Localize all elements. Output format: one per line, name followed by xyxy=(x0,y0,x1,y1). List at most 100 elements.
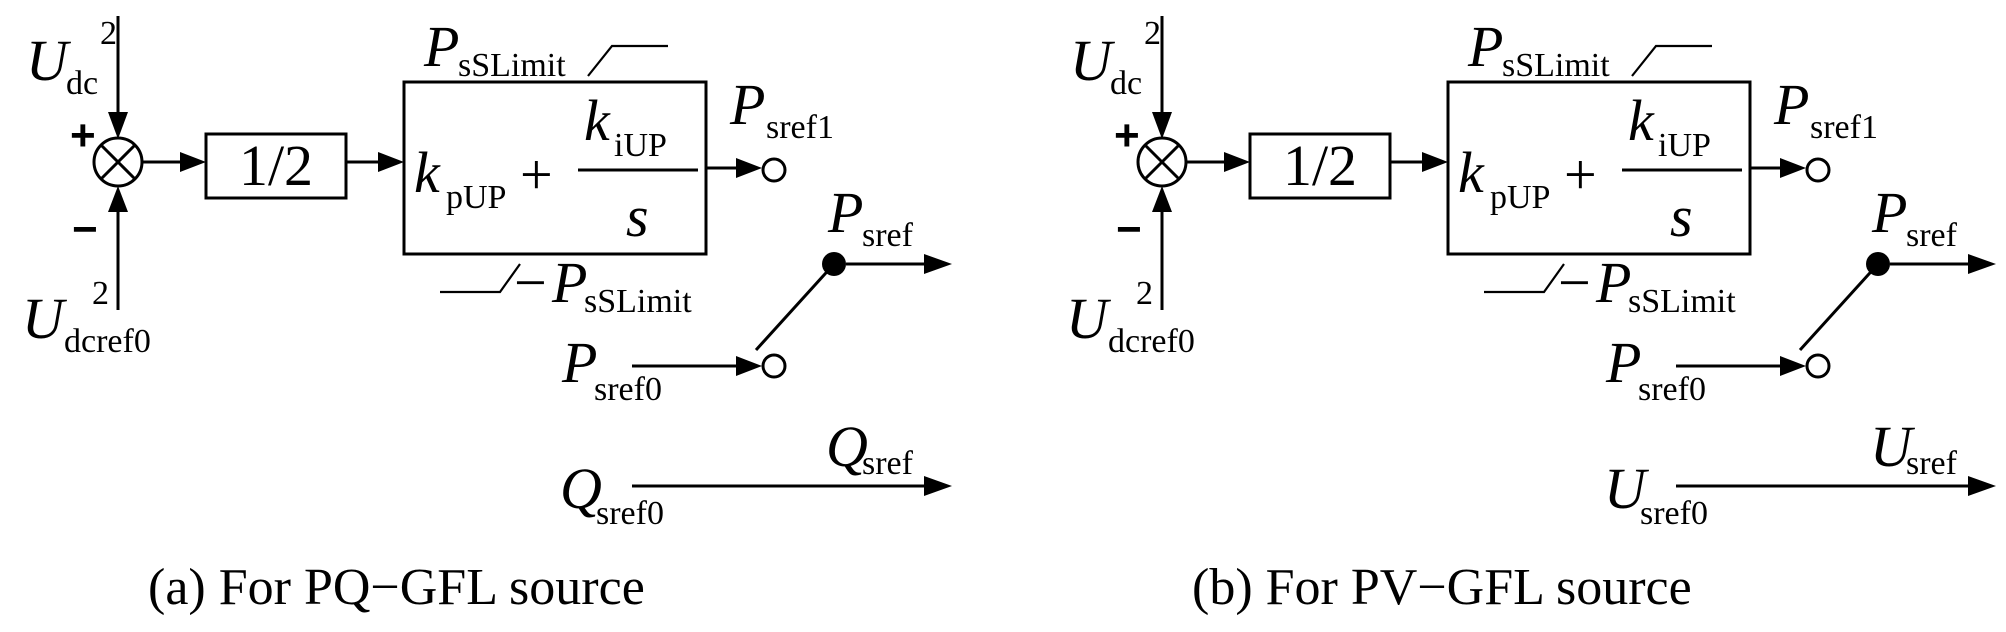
svg-text:U: U xyxy=(1070,28,1116,93)
svg-text:P: P xyxy=(551,250,587,315)
svg-text:dcref0: dcref0 xyxy=(64,323,151,360)
input-udc-label: U dc 2 xyxy=(26,15,117,102)
svg-text:sref: sref xyxy=(862,217,914,254)
svg-text:sref1: sref1 xyxy=(766,109,834,146)
summing-junction xyxy=(92,136,144,188)
input-qsref0-label: Q sref0 xyxy=(560,456,664,532)
svg-text:P: P xyxy=(1467,14,1503,79)
pi-plus-sign: + xyxy=(1564,142,1597,207)
minus-sign: − xyxy=(1116,205,1142,254)
svg-text:pUP: pUP xyxy=(1490,179,1550,216)
input-udcref0-arrowhead xyxy=(108,186,128,212)
caption-a: (a) For PQ−GFL source xyxy=(148,559,645,616)
svg-text:sref0: sref0 xyxy=(596,495,664,532)
lower-limit-label: − P sSLimit xyxy=(514,250,692,320)
switch-contact-sref1 xyxy=(761,157,787,183)
pi-s-term: s xyxy=(626,184,649,249)
input-udcref0-label: U dcref0 2 xyxy=(1066,275,1195,360)
output-usref-label: U sref xyxy=(1870,414,1958,482)
gain-block xyxy=(1248,132,1392,200)
upper-limit-label: P sSLimit xyxy=(1467,14,1610,84)
svg-text:P: P xyxy=(1773,72,1809,137)
svg-text:pUP: pUP xyxy=(446,179,506,216)
panel-a: U dc 2 + − U dcref0 2 1/2 xyxy=(22,14,952,616)
input-usref0-label: U sref0 xyxy=(1604,456,1708,532)
switch-output-arrowhead xyxy=(924,254,952,274)
input-udc-label: U dc 2 xyxy=(1070,15,1161,102)
gain-input-arrowhead xyxy=(180,152,206,172)
pi-output-arrowhead xyxy=(736,158,762,178)
svg-text:k: k xyxy=(414,140,441,205)
switch-contact-sref0 xyxy=(1805,353,1831,379)
gain-block xyxy=(204,132,348,200)
output-psref1-label: P sref1 xyxy=(729,72,834,146)
input-udc-arrowhead xyxy=(1152,112,1172,139)
svg-text:dcref0: dcref0 xyxy=(1108,323,1195,360)
minus-sign: − xyxy=(72,205,98,254)
svg-text:dc: dc xyxy=(66,65,98,102)
svg-text:P: P xyxy=(1605,330,1641,395)
svg-text:sSLimit: sSLimit xyxy=(584,283,692,320)
svg-text:k: k xyxy=(1458,140,1485,205)
svg-text:P: P xyxy=(561,330,597,395)
svg-text:sref1: sref1 xyxy=(1810,109,1878,146)
svg-text:Q: Q xyxy=(826,414,868,479)
svg-text:−: − xyxy=(514,250,547,315)
svg-text:2: 2 xyxy=(1144,15,1161,52)
pi-controller-block xyxy=(1446,80,1752,256)
psref0-arrowhead xyxy=(1780,356,1806,376)
upper-limit-label: P sSLimit xyxy=(423,14,566,84)
switch-output-arrowhead xyxy=(1968,254,1996,274)
usref-arrowhead xyxy=(1968,476,1996,496)
plus-sign: + xyxy=(70,111,96,160)
svg-text:sSLimit: sSLimit xyxy=(1502,47,1610,84)
pi-s-term: s xyxy=(1670,184,1693,249)
upper-limit-line xyxy=(587,44,668,77)
svg-text:U: U xyxy=(1066,286,1112,351)
input-psref0-label: P sref0 xyxy=(561,330,662,408)
svg-text:P: P xyxy=(827,180,863,245)
svg-text:P: P xyxy=(423,14,459,79)
pi-ki-term: k iUP xyxy=(584,88,667,164)
panel-b: U dc 2 + − U dcref0 2 1/2 k pUP xyxy=(1066,14,1996,616)
svg-text:2: 2 xyxy=(92,275,109,312)
input-udcref0-label: U dcref0 2 xyxy=(22,275,151,360)
svg-text:U: U xyxy=(1870,414,1916,479)
svg-text:−: − xyxy=(1558,250,1591,315)
pi-kp-term: k pUP xyxy=(414,140,506,216)
output-qsref-label: Q sref xyxy=(826,414,914,482)
svg-text:sref0: sref0 xyxy=(594,371,662,408)
lower-limit-line xyxy=(1484,263,1565,294)
svg-text:U: U xyxy=(26,28,72,93)
svg-text:2: 2 xyxy=(100,15,117,52)
lower-limit-line xyxy=(440,263,521,294)
svg-text:k: k xyxy=(584,88,611,153)
svg-text:k: k xyxy=(1628,88,1655,153)
caption-b: (b) For PV−GFL source xyxy=(1192,559,1692,616)
upper-limit-line xyxy=(1631,44,1712,77)
pi-input-arrowhead xyxy=(1422,152,1448,172)
pi-controller-block xyxy=(402,80,708,256)
svg-text:2: 2 xyxy=(1136,275,1153,312)
switch-contact-sref0 xyxy=(761,353,787,379)
gain-input-arrowhead xyxy=(1224,152,1250,172)
svg-text:sref: sref xyxy=(1906,217,1958,254)
svg-text:U: U xyxy=(1604,456,1650,521)
pi-output-arrowhead xyxy=(1780,158,1806,178)
summing-junction xyxy=(1136,136,1188,188)
input-udcref0-arrowhead xyxy=(1152,186,1172,212)
svg-text:Q: Q xyxy=(560,456,602,521)
svg-text:sSLimit: sSLimit xyxy=(1628,283,1736,320)
switch-blade xyxy=(754,262,836,352)
pi-plus-sign: + xyxy=(520,142,553,207)
gain-label: 1/2 xyxy=(239,133,313,198)
svg-text:dc: dc xyxy=(1110,65,1142,102)
svg-text:U: U xyxy=(22,286,68,351)
svg-text:iUP: iUP xyxy=(614,127,667,164)
input-psref0-label: P sref0 xyxy=(1605,330,1706,408)
lower-limit-label: − P sSLimit xyxy=(1558,250,1736,320)
svg-text:iUP: iUP xyxy=(1658,127,1711,164)
output-psref-label: P sref xyxy=(1871,180,1958,254)
plus-sign: + xyxy=(1114,111,1140,160)
